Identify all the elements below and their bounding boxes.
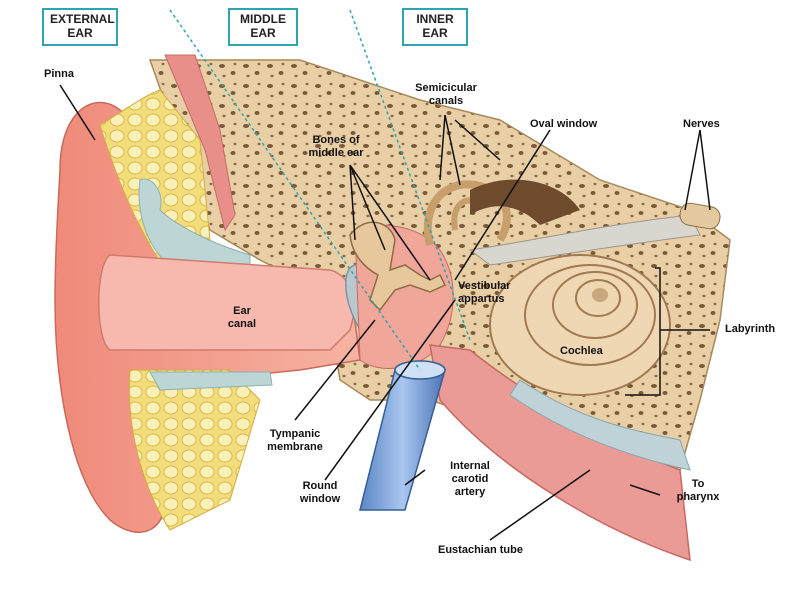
label-eustachian-tube: Eustachian tube [438,544,523,556]
upper-cartilage [138,178,251,271]
region-inner-ear: INNER EAR [402,8,468,46]
ear-canal-tube [98,254,355,351]
label-bones-of-middle-ear: Bones of middle ear [296,134,376,160]
lower-fat [128,369,261,531]
region-external-ear: EXTERNAL EAR [42,8,118,46]
vestibule-dark [470,179,580,225]
label-tympanic-membrane: Tympanic membrane [260,428,330,454]
region-middle-ear: MIDDLE EAR [228,8,298,46]
skin-strip-upper [164,54,236,232]
divider-external-middle [169,9,421,371]
label-vestibular-line2: appartus [458,293,505,305]
label-ear-canal: Ear canal [220,305,264,331]
region-external-line2: EAR [67,26,93,40]
label-carotid-line1: Internal [450,460,490,472]
ossicles [349,221,447,312]
label-round-window-line1: Round [302,480,338,492]
region-inner-line1: INNER [416,12,454,26]
divider-middle-inner [349,9,471,341]
label-ear-canal-line2: canal [227,318,257,330]
label-bones-line2: middle ear [308,147,364,159]
label-to-pharynx: To pharynx [668,478,728,504]
label-round-window: Round window [292,480,348,506]
label-pinna: Pinna [44,68,74,80]
semicircular-loops [423,180,511,246]
label-semicircular-line2: canals [428,95,464,107]
label-tympanic-line2: membrane [267,441,323,453]
leader-lines [59,84,711,541]
label-pharynx-line1: To [691,478,705,490]
cochlea-shape [489,254,671,396]
region-middle-line1: MIDDLE [240,12,286,26]
label-labyrinth: Labyrinth [725,323,776,335]
label-oval-window: Oval window [530,118,598,130]
label-round-window-line2: window [299,493,341,505]
label-bones-line1: Bones of [312,134,360,146]
region-inner-line2: EAR [422,26,448,40]
label-ear-canal-line1: Ear [233,305,251,317]
region-external-line1: EXTERNAL [50,12,115,26]
label-internal-carotid-artery: Internal carotid artery [440,460,500,499]
label-pharynx-line2: pharynx [676,491,720,503]
region-middle-line2: EAR [250,26,276,40]
lower-cartilage [149,371,273,391]
label-carotid-line3: artery [454,486,486,498]
label-tympanic-line1: Tympanic [269,428,321,440]
label-vestibular-line1: Vestibular [458,280,511,292]
label-nerves: Nerves [683,118,720,130]
label-cochlea: Cochlea [560,345,603,357]
label-vestibular-apparatus: Vestibular appartus [458,280,511,306]
label-carotid-line2: carotid [451,473,489,485]
label-semicircular-canals: Semicicular canals [408,82,484,108]
label-semicircular-line1: Semicicular [415,82,477,94]
nerve-bundle [468,214,701,266]
